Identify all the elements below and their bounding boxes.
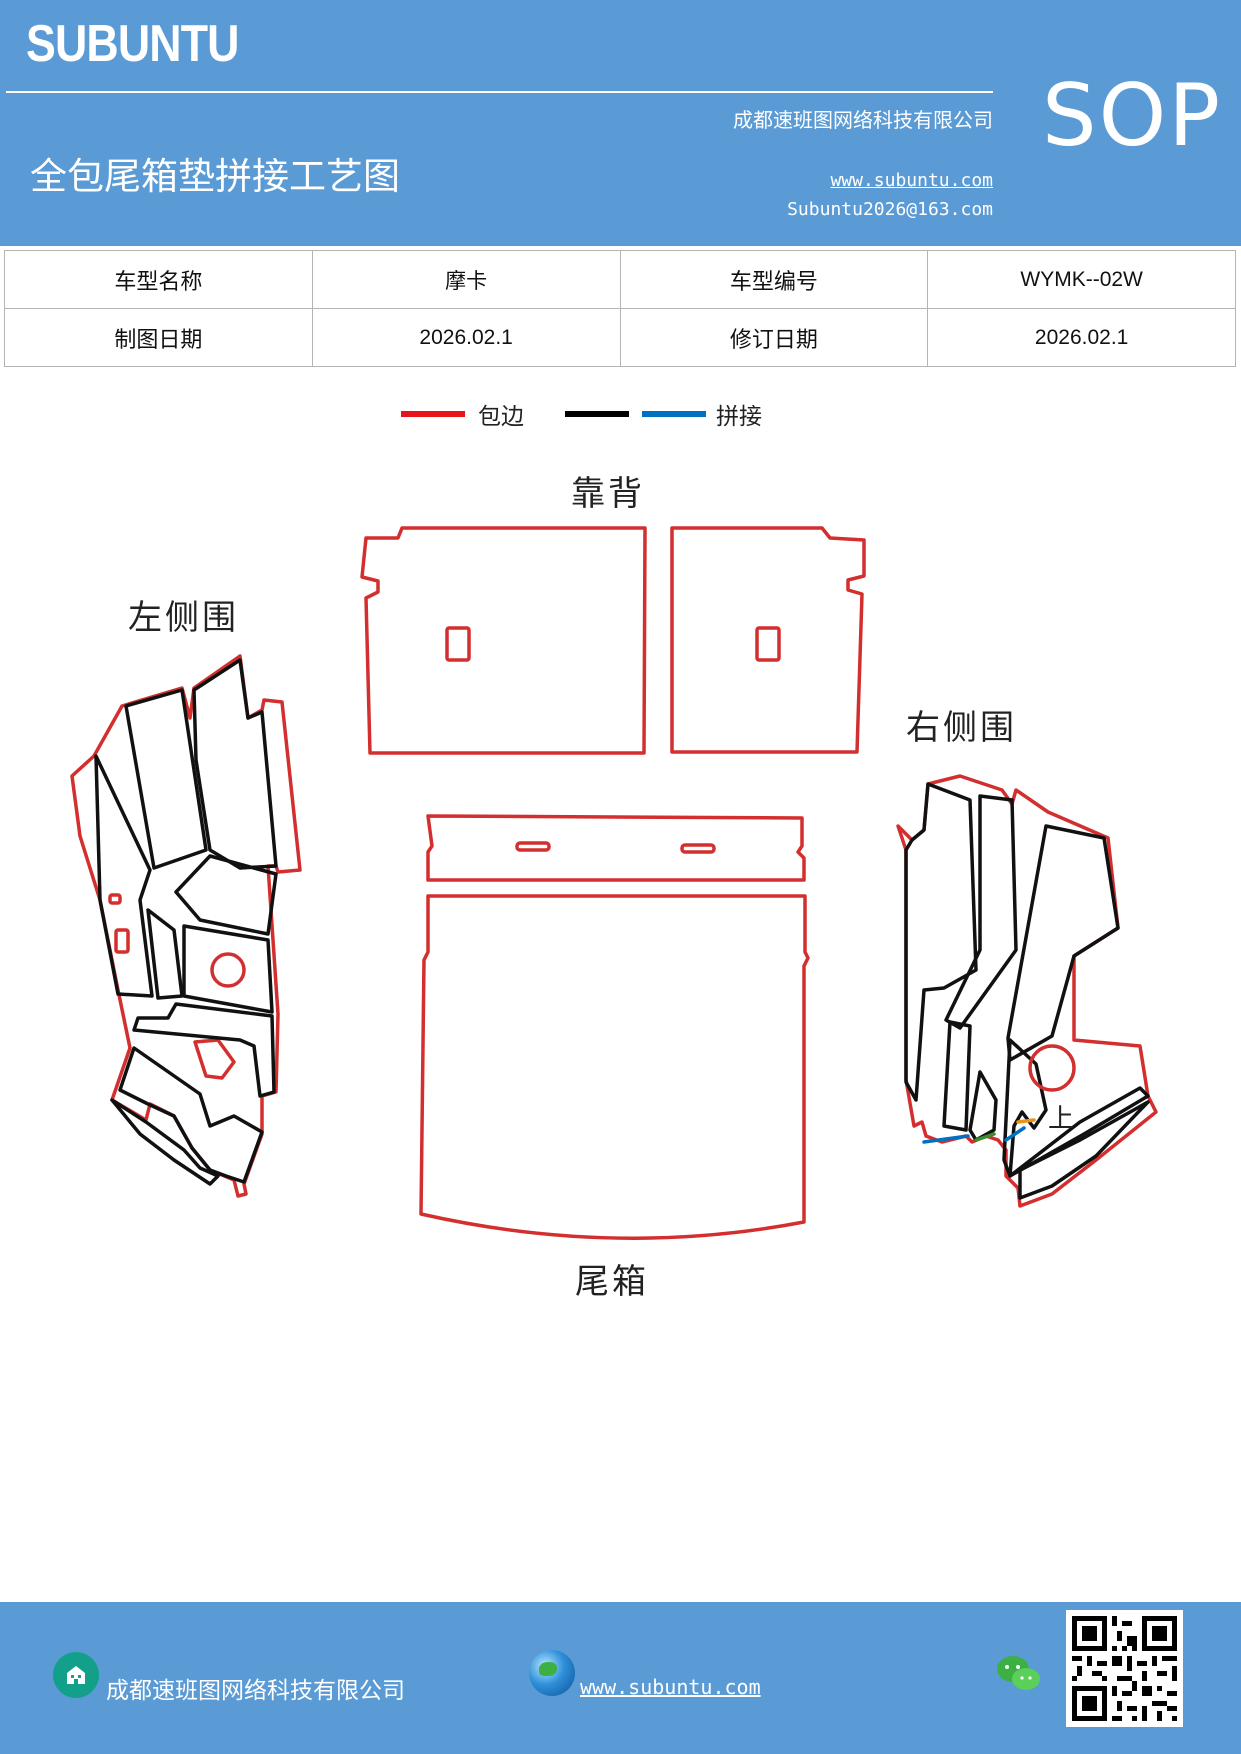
legend-swatch-blue bbox=[642, 411, 706, 417]
left-wall-hole-slot bbox=[114, 928, 130, 954]
legend-swatch-red bbox=[401, 411, 465, 417]
table-row: 制图日期 2026.02.1 修订日期 2026.02.1 bbox=[4, 308, 1236, 367]
footer-company: 成都速班图网络科技有限公司 bbox=[106, 1678, 405, 1704]
table-cell: 2026.02.1 bbox=[311, 308, 621, 367]
table-row: 车型名称 摩卡 车型编号 WYMK--02W bbox=[4, 250, 1236, 309]
legend-swatch-black bbox=[565, 411, 629, 417]
vehicle-info-table: 车型名称 摩卡 车型编号 WYMK--02W 制图日期 2026.02.1 修订… bbox=[4, 250, 1236, 367]
table-cell: 制图日期 bbox=[4, 308, 313, 367]
legend-label-splice: 拼接 bbox=[716, 404, 762, 430]
line-legend: 包边 拼接 bbox=[0, 396, 1241, 436]
left-wall-notch bbox=[193, 1038, 236, 1080]
left-wall-round-hole bbox=[210, 952, 246, 988]
header-divider bbox=[6, 91, 993, 93]
brand-logo: SUBUNTU bbox=[26, 15, 239, 73]
table-cell: 摩卡 bbox=[311, 250, 621, 309]
qr-code[interactable] bbox=[1066, 1610, 1183, 1727]
company-name: 成都速班图网络科技有限公司 bbox=[733, 108, 993, 132]
label-up-mark: 上 bbox=[1048, 1104, 1078, 1134]
table-cell: 2026.02.1 bbox=[927, 308, 1236, 367]
right-wall-round-hole bbox=[1028, 1044, 1076, 1092]
left-wall-splice-lines bbox=[94, 658, 278, 1186]
backrest-right-hole bbox=[755, 626, 781, 662]
left-wall-hole-small bbox=[108, 893, 122, 905]
footer-banner: 成都速班图网络科技有限公司 www.subuntu.com bbox=[0, 1602, 1241, 1754]
table-cell: 车型名称 bbox=[4, 250, 313, 309]
website-link[interactable]: www.subuntu.com bbox=[830, 170, 993, 191]
table-cell: WYMK--02W bbox=[927, 250, 1236, 309]
sop-badge: SOP bbox=[1042, 66, 1223, 166]
table-cell: 修订日期 bbox=[619, 308, 929, 367]
trunk-top-strip bbox=[426, 814, 806, 882]
wechat-icon[interactable] bbox=[996, 1654, 1042, 1694]
label-trunk: 尾箱 bbox=[575, 1262, 649, 1302]
backrest-right-panel bbox=[670, 526, 866, 754]
backrest-left-hole bbox=[445, 626, 471, 662]
email-text: Subuntu2026@163.com bbox=[787, 199, 993, 220]
label-left-wall: 左侧围 bbox=[128, 598, 239, 638]
trunk-strip-slot-right bbox=[680, 843, 716, 854]
right-wall-splice-lines bbox=[904, 782, 1150, 1200]
building-icon bbox=[53, 1652, 99, 1698]
backrest-left-panel bbox=[360, 526, 647, 755]
splice-diagram bbox=[70, 526, 1158, 1240]
header-banner: SUBUNTU 成都速班图网络科技有限公司 全包尾箱垫拼接工艺图 www.sub… bbox=[0, 0, 1241, 246]
label-right-wall: 右侧围 bbox=[906, 708, 1017, 748]
legend-label-edging: 包边 bbox=[478, 404, 524, 430]
right-wall-splice-colored bbox=[922, 1118, 1036, 1144]
trunk-strip-slot-left bbox=[515, 841, 551, 852]
document-title: 全包尾箱垫拼接工艺图 bbox=[30, 155, 400, 198]
globe-icon bbox=[529, 1650, 575, 1696]
trunk-floor-panel bbox=[419, 894, 810, 1240]
footer-website-link[interactable]: www.subuntu.com bbox=[580, 1675, 761, 1699]
table-cell: 车型编号 bbox=[619, 250, 929, 309]
label-backrest: 靠背 bbox=[571, 474, 645, 514]
